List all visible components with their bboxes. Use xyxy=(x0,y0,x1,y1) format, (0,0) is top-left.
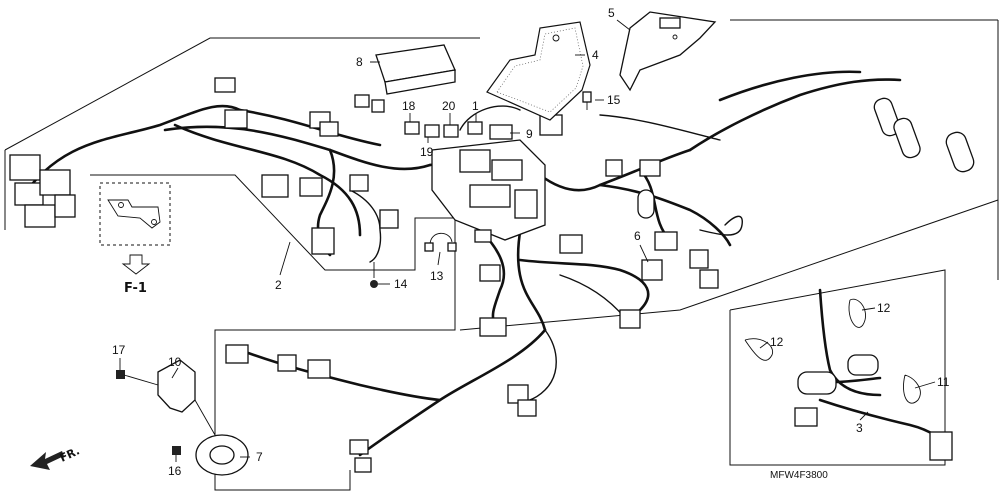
band-12-upper-icon xyxy=(848,298,866,328)
part-14-screw-icon xyxy=(370,262,378,288)
callout-1: 1 xyxy=(472,99,479,113)
callout-20: 20 xyxy=(442,99,456,113)
callout-numbers: 1 2 3 4 5 6 7 8 9 10 11 12 12 13 14 15 1… xyxy=(112,6,950,478)
bolt-17-icon xyxy=(116,370,159,386)
callout-17: 17 xyxy=(112,343,126,357)
harness-connectors xyxy=(225,94,719,473)
part-5-bracket xyxy=(619,11,717,92)
callout-15: 15 xyxy=(607,93,621,107)
band-12-left-icon xyxy=(744,338,774,361)
callout-12-upper: 12 xyxy=(877,301,891,315)
callout-18: 18 xyxy=(402,99,416,113)
callout-2: 2 xyxy=(275,278,282,292)
callout-14: 14 xyxy=(394,277,408,291)
horn-assembly xyxy=(116,359,249,476)
main-wire-harness xyxy=(18,70,902,457)
callout-6: 6 xyxy=(634,229,641,243)
relay-capacitor xyxy=(637,189,655,219)
junction-block xyxy=(431,139,546,241)
sub-harness-3 xyxy=(744,288,953,461)
part-4-pad xyxy=(486,21,591,121)
callout-4: 4 xyxy=(592,48,599,62)
callout-16: 16 xyxy=(168,464,182,478)
front-arrow-icon xyxy=(30,451,64,470)
inset-sub-harness-frame xyxy=(729,269,946,466)
right-plug-ends xyxy=(873,97,975,173)
callout-19: 19 xyxy=(420,145,434,159)
part-13-clamp xyxy=(424,232,457,252)
fig-ref-arrow-icon xyxy=(121,254,151,275)
front-direction-indicator: FR. xyxy=(30,444,82,470)
callout-12-left: 12 xyxy=(770,335,784,349)
callout-8: 8 xyxy=(356,55,363,69)
callout-9: 9 xyxy=(526,127,533,141)
fig-ref-label: F-1 xyxy=(124,281,147,296)
drawing-code: MFW4F3800 xyxy=(770,470,828,481)
front-direction-label: FR. xyxy=(58,444,82,464)
left-connector-cluster xyxy=(9,77,248,228)
callout-leaders xyxy=(119,19,936,462)
callout-13: 13 xyxy=(430,269,444,283)
bolt-16-icon xyxy=(172,446,181,455)
fig-ref-box: F-1 xyxy=(99,182,171,296)
bolt-icon xyxy=(582,91,592,110)
callout-10: 10 xyxy=(168,355,182,369)
part-8-module xyxy=(370,44,456,95)
callout-11: 11 xyxy=(937,375,950,389)
callout-5: 5 xyxy=(608,6,615,20)
callout-3: 3 xyxy=(856,421,863,435)
callout-7: 7 xyxy=(256,450,263,464)
band-11-icon xyxy=(903,374,921,404)
